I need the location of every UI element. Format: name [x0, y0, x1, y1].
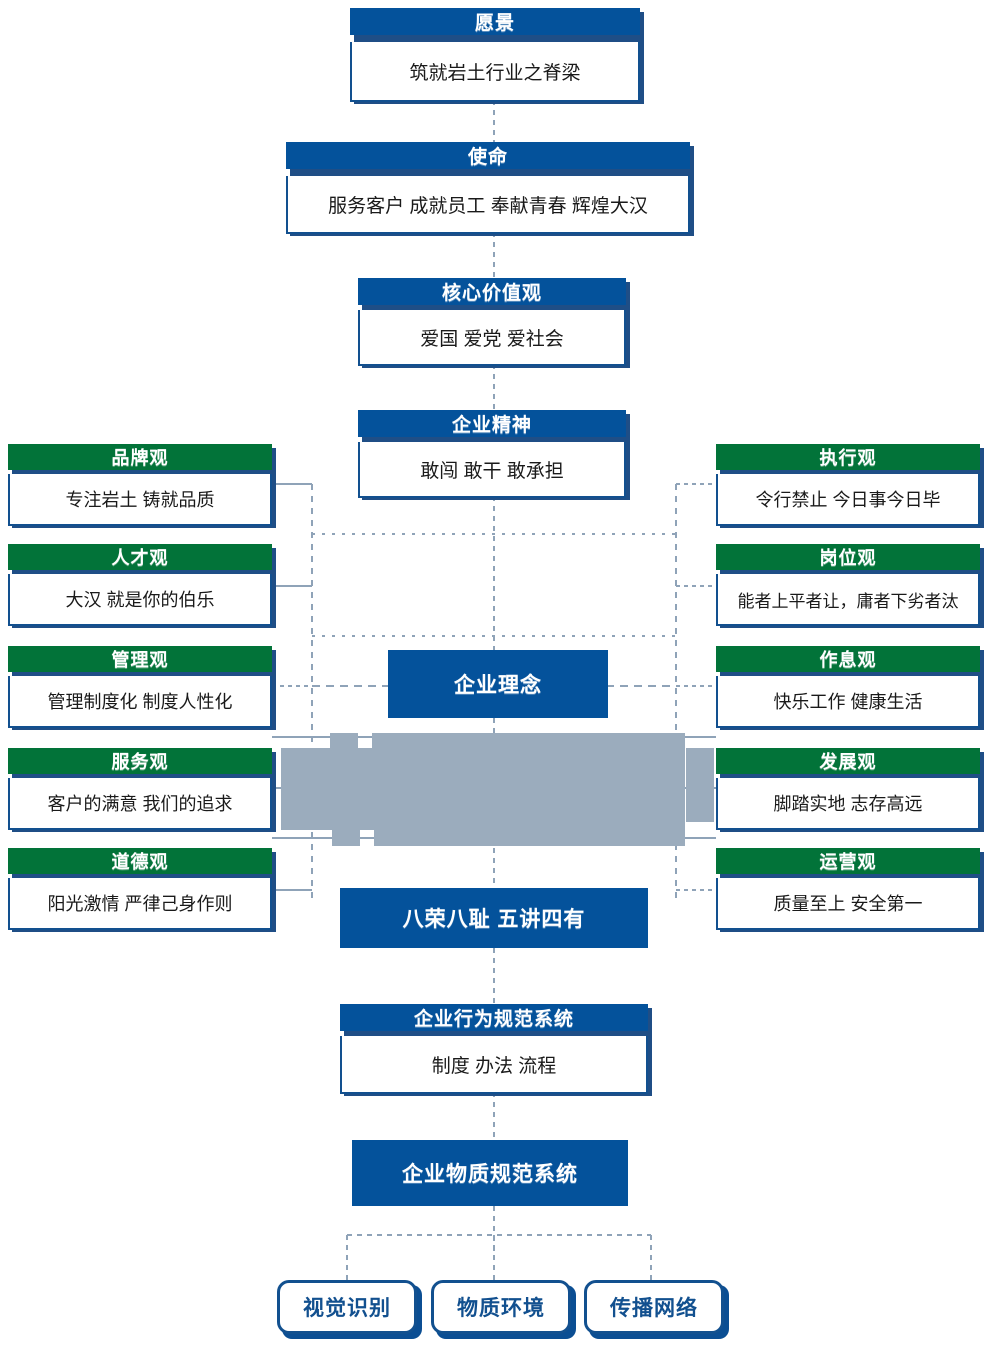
- pill-label-2: 传播网络: [584, 1280, 724, 1334]
- card-body-right-2: 快乐工作 健康生活: [716, 676, 980, 728]
- card-header-left-1: 人才观: [8, 544, 272, 570]
- card-vision[interactable]: 愿景 筑就岩土行业之脊梁: [350, 8, 644, 104]
- card-body-right-4: 质量至上 安全第一: [716, 878, 980, 930]
- card-left-management[interactable]: 管理观 管理制度化 制度人性化: [8, 646, 276, 730]
- card-left-talent[interactable]: 人才观 大汉 就是你的伯乐: [8, 544, 276, 628]
- overlay-band-main: [281, 748, 685, 830]
- pill-label-0: 视觉识别: [277, 1280, 417, 1334]
- card-header-right-2: 作息观: [716, 646, 980, 672]
- overlay-band-lower-main: [374, 826, 685, 846]
- card-left-ethics[interactable]: 道德观 阳光激情 严律己身作则: [8, 848, 276, 932]
- card-body-mission: 服务客户 成就员工 奉献青春 辉煌大汉: [286, 176, 690, 234]
- card-body-left-1: 大汉 就是你的伯乐: [8, 574, 272, 626]
- card-slogan[interactable]: 八荣八耻 五讲四有: [340, 888, 648, 948]
- card-core-values[interactable]: 核心价值观 爱国 爱党 爱社会: [358, 278, 630, 368]
- overlay-band-upper-left: [330, 733, 358, 753]
- card-right-position[interactable]: 岗位观 能者上平者让，庸者下劣者汰: [716, 544, 984, 628]
- card-philosophy[interactable]: 企业理念: [388, 650, 608, 718]
- card-body-left-0: 专注岩土 铸就品质: [8, 474, 272, 526]
- card-body-core-values: 爱国 爱党 爱社会: [358, 310, 626, 366]
- card-mission[interactable]: 使命 服务客户 成就员工 奉献青春 辉煌大汉: [286, 142, 694, 236]
- card-body-left-3: 客户的满意 我们的追求: [8, 778, 272, 830]
- card-body-right-1: 能者上平者让，庸者下劣者汰: [716, 574, 980, 626]
- card-body-left-2: 管理制度化 制度人性化: [8, 676, 272, 728]
- overlay-band-right-tab: [686, 748, 714, 822]
- card-header-right-3: 发展观: [716, 748, 980, 774]
- card-body-spirit: 敢闯 敢干 敢承担: [358, 442, 626, 498]
- card-header-left-3: 服务观: [8, 748, 272, 774]
- card-header-behavior-system: 企业行为规范系统: [340, 1004, 648, 1031]
- overlay-band-lower-left: [332, 826, 360, 846]
- card-header-spirit: 企业精神: [358, 410, 626, 437]
- card-left-service[interactable]: 服务观 客户的满意 我们的追求: [8, 748, 276, 832]
- pill-label-1: 物质环境: [431, 1280, 571, 1334]
- card-right-worklife[interactable]: 作息观 快乐工作 健康生活: [716, 646, 984, 730]
- card-header-right-4: 运营观: [716, 848, 980, 874]
- card-material-system[interactable]: 企业物质规范系统: [352, 1140, 628, 1206]
- card-body-vision: 筑就岩土行业之脊梁: [350, 42, 640, 102]
- card-body-left-4: 阳光激情 严律己身作则: [8, 878, 272, 930]
- card-header-core-values: 核心价值观: [358, 278, 626, 305]
- card-body-behavior-system: 制度 办法 流程: [340, 1036, 648, 1094]
- card-header-mission: 使命: [286, 142, 690, 169]
- card-header-vision: 愿景: [350, 8, 640, 35]
- card-header-left-2: 管理观: [8, 646, 272, 672]
- card-body-right-3: 脚踏实地 志存高远: [716, 778, 980, 830]
- pill-material-environment[interactable]: 物质环境: [431, 1280, 576, 1339]
- card-left-brand[interactable]: 品牌观 专注岩土 铸就品质: [8, 444, 276, 528]
- pill-visual-identity[interactable]: 视觉识别: [277, 1280, 422, 1339]
- card-body-right-0: 令行禁止 今日事今日毕: [716, 474, 980, 526]
- card-header-right-1: 岗位观: [716, 544, 980, 570]
- card-header-right-0: 执行观: [716, 444, 980, 470]
- pill-communication-network[interactable]: 传播网络: [584, 1280, 729, 1339]
- card-header-left-4: 道德观: [8, 848, 272, 874]
- card-spirit[interactable]: 企业精神 敢闯 敢干 敢承担: [358, 410, 630, 500]
- card-right-execution[interactable]: 执行观 令行禁止 今日事今日毕: [716, 444, 984, 528]
- overlay-band-upper-main: [372, 733, 685, 753]
- card-header-left-0: 品牌观: [8, 444, 272, 470]
- card-right-operation[interactable]: 运营观 质量至上 安全第一: [716, 848, 984, 932]
- card-behavior-system[interactable]: 企业行为规范系统 制度 办法 流程: [340, 1004, 652, 1096]
- card-right-development[interactable]: 发展观 脚踏实地 志存高远: [716, 748, 984, 832]
